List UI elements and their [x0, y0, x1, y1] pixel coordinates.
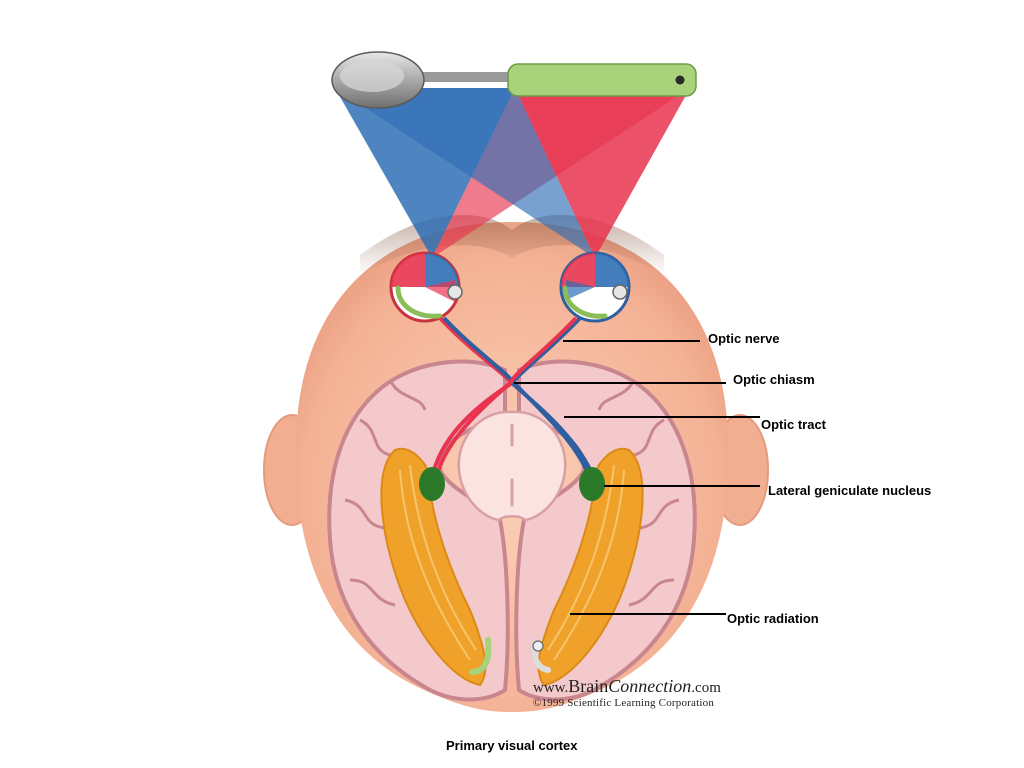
leader-optic-nerve — [563, 340, 700, 342]
leader-optic-radiation — [570, 613, 726, 615]
left-visual-cortex-marker — [469, 637, 492, 675]
credit-site: www.BrainConnection.com — [533, 676, 721, 697]
credit-brand-b: Connection — [608, 676, 692, 696]
spoon — [331, 51, 697, 109]
spoon-handle — [507, 63, 697, 97]
spoon-handle-hole — [675, 75, 685, 85]
brainstem — [457, 410, 567, 522]
label-lgn: Lateral geniculate nucleus — [768, 483, 932, 498]
leader-optic-chiasm — [514, 382, 726, 384]
credit-tld: .com — [691, 680, 721, 696]
right-visual-cortex-marker — [531, 639, 551, 673]
leader-lgn — [604, 485, 760, 487]
right-field-beam-to-right-eye — [515, 88, 690, 258]
credit-www: www. — [533, 680, 569, 696]
label-primary-visual-cortex: Primary visual cortex — [446, 738, 578, 753]
right-lgn — [579, 467, 605, 501]
label-optic-radiation: Optic radiation — [727, 611, 819, 626]
left-eye — [389, 251, 463, 323]
spoon-bowl-inner — [340, 60, 404, 92]
leader-optic-tract — [564, 416, 760, 418]
left-lgn — [419, 467, 445, 501]
credit-copyright: ©1999 Scientific Learning Corporation — [533, 697, 715, 709]
label-optic-chiasm: Optic chiasm — [733, 372, 815, 387]
spoon-stem — [400, 72, 515, 82]
right-eye — [559, 251, 631, 323]
left-field-beam-to-right-eye — [335, 88, 595, 258]
label-optic-tract: Optic tract — [761, 417, 827, 432]
visual-field-beams — [335, 88, 690, 258]
label-optic-nerve: Optic nerve — [708, 331, 780, 346]
right-eye-red-fibers — [434, 316, 578, 479]
credit-brand-a: Brain — [568, 676, 609, 696]
